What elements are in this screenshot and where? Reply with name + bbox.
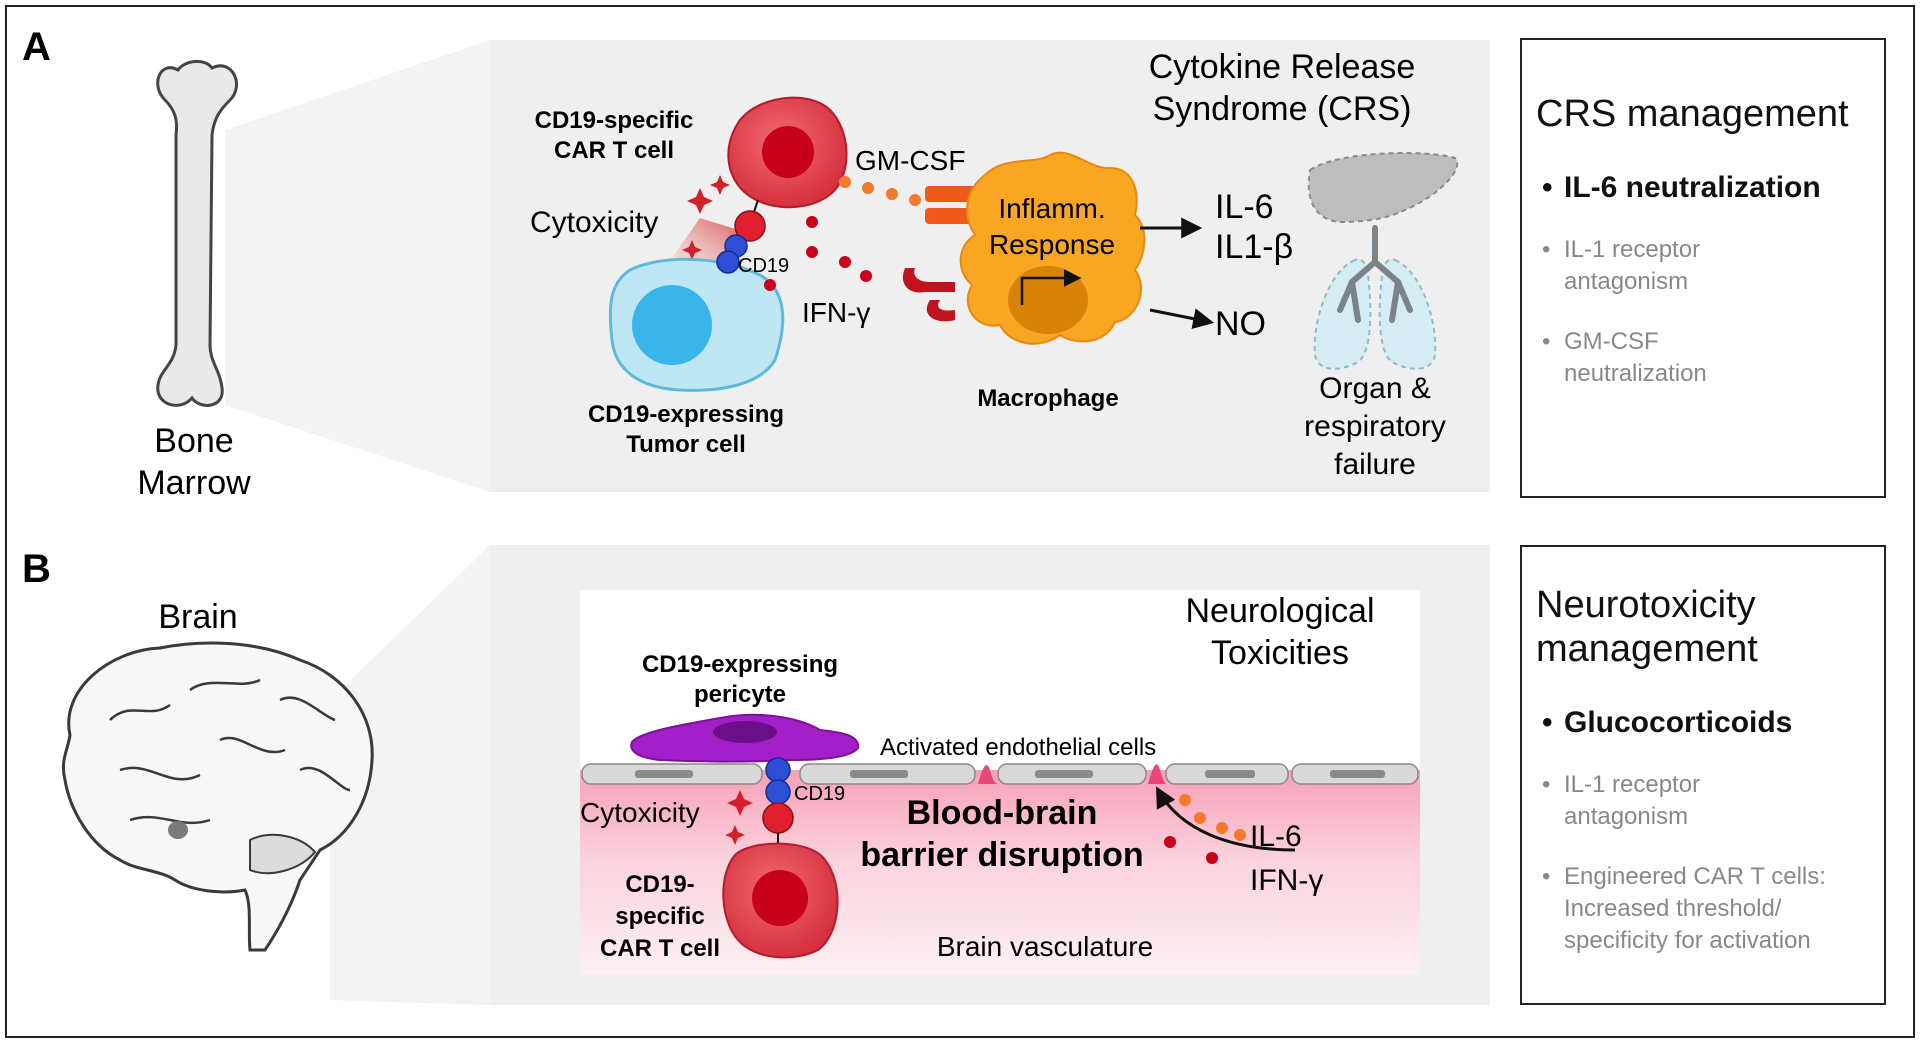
panel-b-letter: B [22,547,51,591]
crs-item-gmcsf: GM-CSF neutralization [1536,326,1870,390]
car-t-label-2: CAR T cell [554,137,674,164]
bone-marrow-label-2: Marrow [137,464,251,502]
panel-a-letter: A [22,25,51,69]
bbb-label-1: Blood-brain [907,794,1098,832]
crs-management-title: CRS management [1536,93,1849,135]
neuro-primary-item: Glucocorticoids [1536,705,1870,741]
bone-icon [156,60,238,407]
panel-a-funnel [225,40,490,492]
ifng-dots-b [1164,836,1218,864]
macrophage-label: Macrophage [977,385,1118,412]
inflamm-label-2: Response [989,229,1115,260]
organ-failure-3: failure [1334,448,1416,481]
crs-title-2: Syndrome (CRS) [1153,90,1412,128]
cd19-label-b: CD19 [794,783,845,805]
endothelial-label: Activated endothelial cells [880,734,1156,761]
no-label: NO [1215,305,1266,343]
ifng-receptor [902,268,955,293]
car-t-label-b2: specific [615,903,704,930]
pericyte-nucleus [713,721,777,743]
cd19-bead-b2 [765,779,791,805]
crs-item-il1: IL-1 receptor antagonism [1536,234,1870,298]
bbb-label-2: barrier disruption [860,836,1143,874]
crs-primary-item: IL-6 neutralization [1536,170,1870,206]
gmcsf-dots [839,176,921,206]
pericyte-label-2: pericyte [694,681,786,708]
transcription-arrow [1020,269,1082,305]
brain-icon [61,641,374,952]
cd19-bead-b1 [765,757,791,783]
gmcsf-receptor-2 [925,208,977,224]
cytoxicity-label-a: Cytoxicity [530,206,658,239]
cd19-bead-a2 [716,250,740,274]
crs-title-1: Cytokine Release [1149,48,1415,86]
car-receptor-b [762,802,794,834]
macrophage-nucleus [1008,266,1088,334]
neuro-item-il1: IL-1 receptor antagonism [1536,769,1870,833]
bone-marrow-label-1: Bone [154,422,233,460]
car-t-label-b3: CAR T cell [600,935,720,962]
car-t-nucleus-b [752,870,808,926]
cytoxicity-label-b: Cytoxicity [580,797,700,828]
macrophage [959,151,1146,345]
il6-dots-b [1179,794,1246,841]
ifng-label-b: IFN-γ [1250,864,1323,897]
cd19-label-a: CD19 [738,255,789,277]
liver-icon [1307,152,1458,224]
neuro-title-2: Toxicities [1211,634,1349,672]
il1b-label: IL1-β [1215,228,1293,266]
ifng-dots [764,216,872,291]
inflamm-label-1: Inflamm. [998,193,1105,224]
car-t-label-1: CD19-specific [535,107,694,134]
tumor-label-2: Tumor cell [626,431,746,458]
cytotoxicity-sparks-b [725,790,753,845]
endothelial-layer [581,763,1419,785]
brain-label: Brain [158,598,237,636]
neuro-management-title-1: Neurotoxicity [1536,584,1756,626]
no-arrow [1149,308,1215,330]
vasculature-label: Brain vasculature [937,931,1153,962]
tumor-nucleus [632,285,712,365]
gmcsf-receptor-1 [925,186,977,202]
panel-b-funnel [330,545,490,1005]
car-receptor-a [734,210,766,242]
neuro-management-title-2: management [1536,628,1758,670]
neuro-title-1: Neurological [1186,592,1375,630]
organ-failure-2: respiratory [1304,410,1446,443]
crs-management-list: IL-6 neutralization IL-1 receptor antago… [1536,170,1870,390]
neuro-management-box: Neurotoxicity management Glucocorticoids… [1520,545,1886,1005]
il6-label-a: IL-6 [1215,188,1274,226]
il6-label-b: IL-6 [1250,820,1302,853]
cytotoxicity-sparks [682,175,730,260]
vessel-lumen [580,770,1420,975]
car-t-label-b1: CD19- [625,871,694,898]
crs-management-box: CRS management IL-6 neutralization IL-1 … [1520,38,1886,498]
lungs-icon [1313,225,1437,370]
ifng-label-a: IFN-γ [802,297,870,328]
car-t-nucleus-a [762,126,814,178]
figure-frame [5,5,1915,1038]
gmcsf-label: GM-CSF [855,145,965,176]
neuro-management-list: Glucocorticoids IL-1 receptor antagonism… [1536,705,1870,957]
tumor-label-1: CD19-expressing [588,401,784,428]
pericyte-label-1: CD19-expressing [642,651,838,678]
organ-failure-1: Organ & [1319,372,1431,405]
neuro-item-engineered: Engineered CAR T cells: Increased thresh… [1536,861,1870,957]
cytokine-arrow-b [1155,786,1296,852]
